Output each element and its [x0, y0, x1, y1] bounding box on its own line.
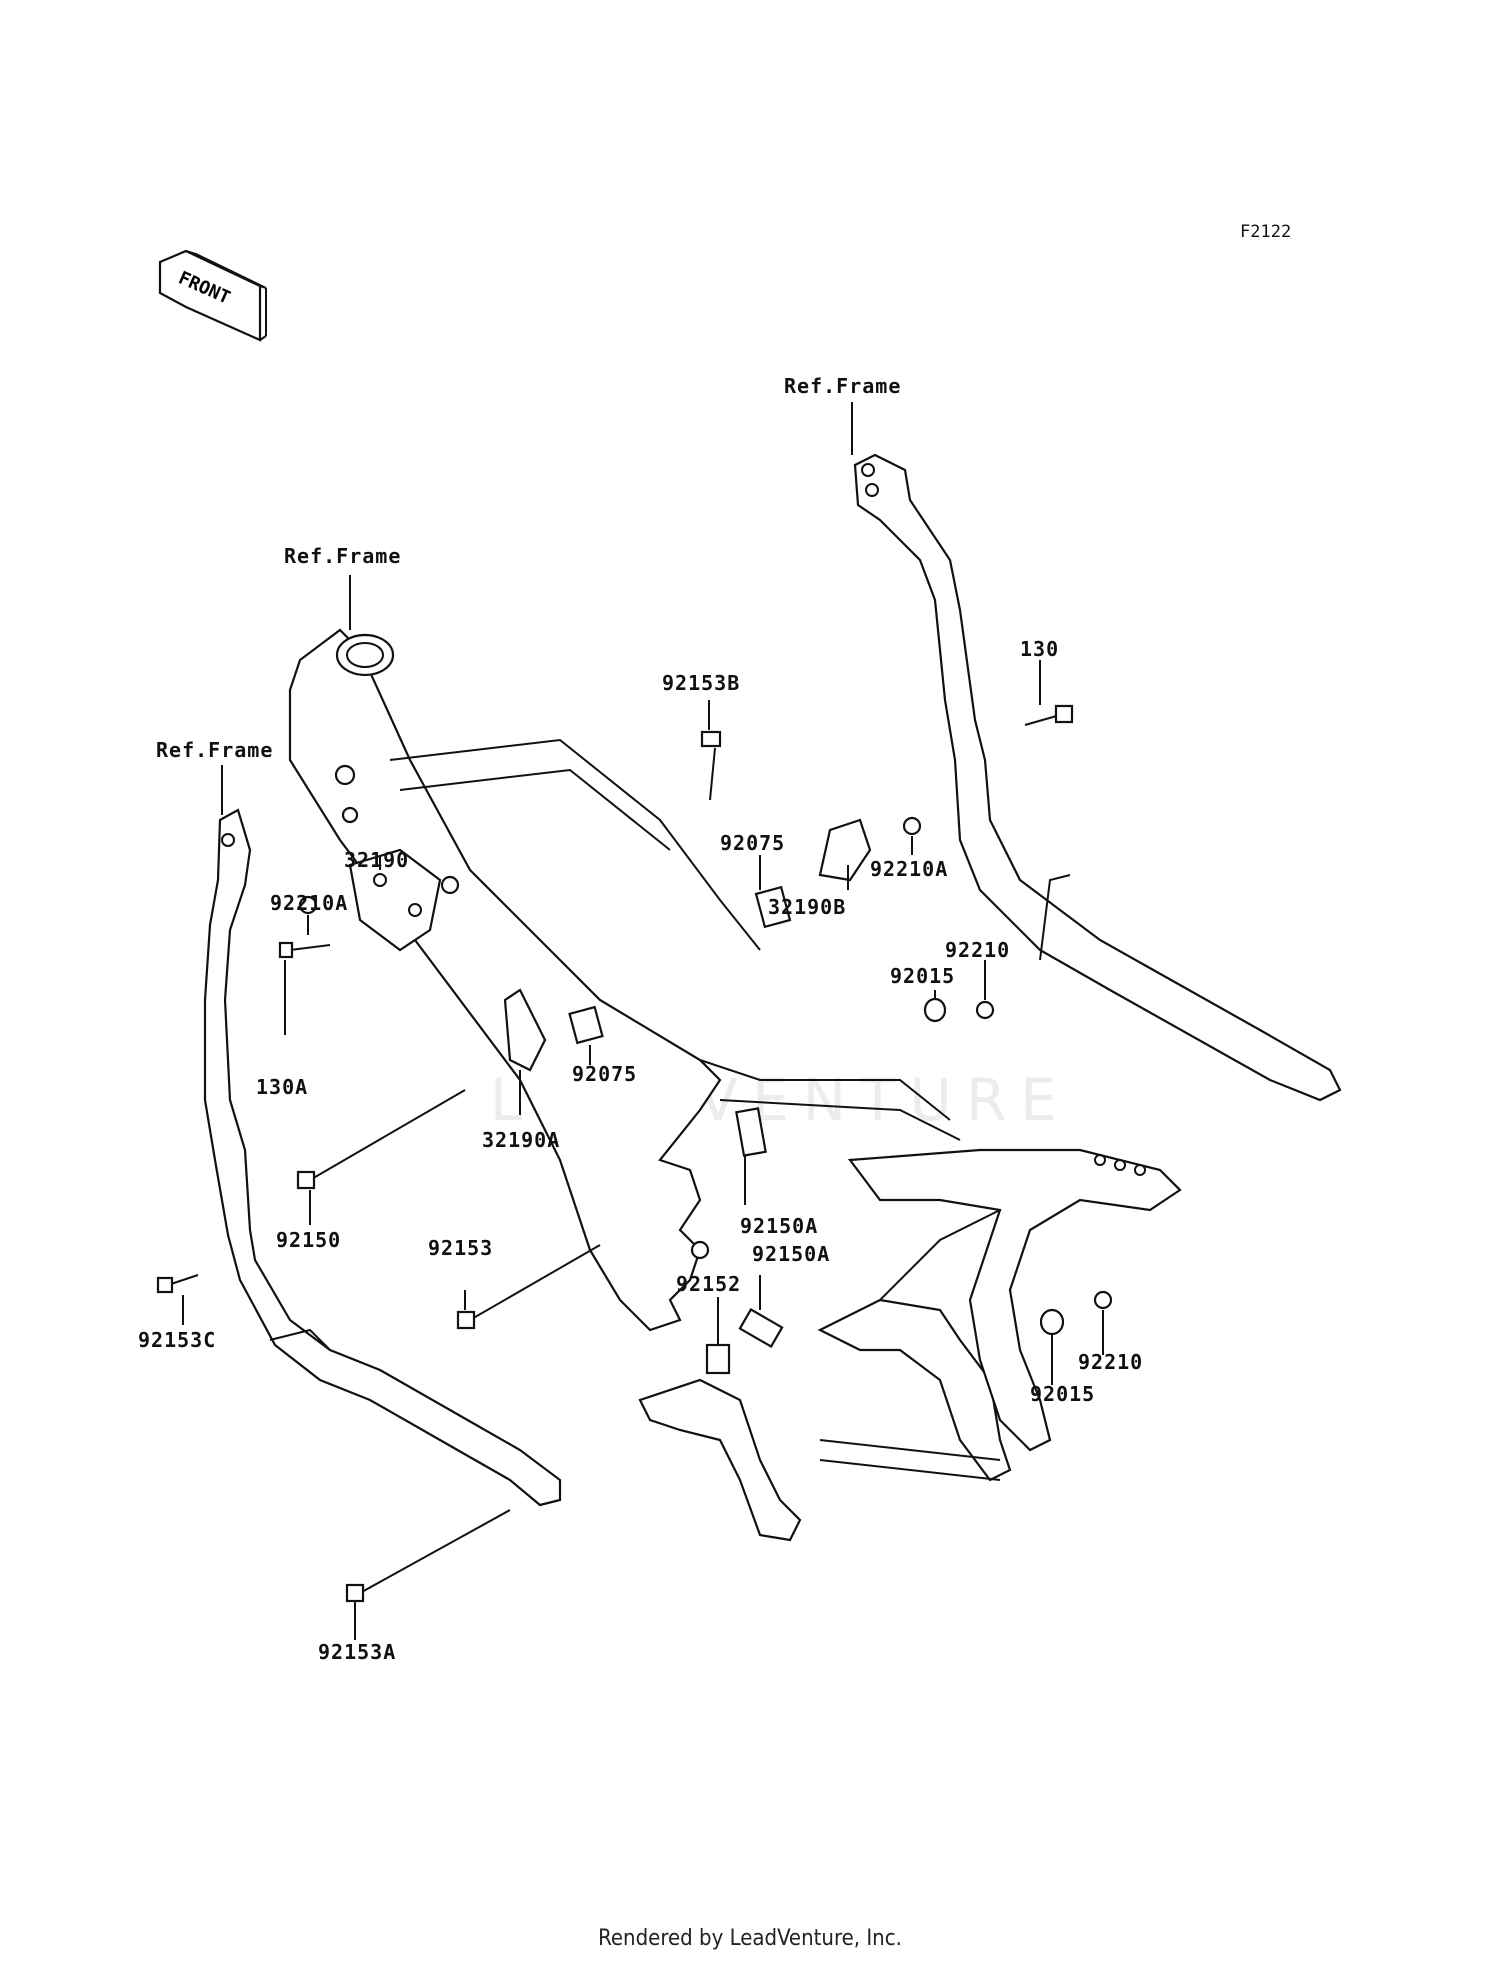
footer-credit: Rendered by LeadVenture, Inc.	[598, 1926, 902, 1951]
label-part-92150: 92150	[276, 1228, 342, 1252]
right-frame-downtube	[853, 453, 1342, 1102]
left-frame-downtube	[203, 808, 562, 1507]
label-part-92153a: 92153A	[318, 1640, 397, 1664]
label-part-32190b: 32190B	[768, 895, 847, 919]
label-part-32190a: 32190A	[482, 1128, 561, 1152]
label-part-92015-upper: 92015	[890, 964, 956, 988]
hardware-parts	[156, 704, 1113, 1603]
label-part-130: 130	[1020, 637, 1060, 661]
label-ref-frame-left: Ref.Frame	[156, 738, 274, 762]
label-part-92153c: 92153C	[138, 1328, 217, 1352]
label-part-92210a-left: 92210A	[270, 891, 349, 915]
lower-cradle-frame	[638, 1148, 1182, 1542]
label-part-92210-upper: 92210	[945, 938, 1011, 962]
label-ref-frame-mid: Ref.Frame	[284, 544, 402, 568]
label-part-92015-lower: 92015	[1030, 1382, 1096, 1406]
label-part-130a: 130A	[256, 1075, 309, 1099]
leader-lines	[182, 402, 1104, 1640]
main-frame-backbone	[288, 628, 961, 1332]
label-part-92152: 92152	[676, 1272, 742, 1296]
label-part-92150a-upper: 92150A	[740, 1214, 819, 1238]
label-part-92075-mid: 92075	[572, 1062, 638, 1086]
diagram-code: F2122	[1240, 222, 1292, 242]
label-part-92210-lower: 92210	[1078, 1350, 1144, 1374]
label-ref-frame-top: Ref.Frame	[784, 374, 902, 398]
label-part-92150a-lower: 92150A	[752, 1242, 831, 1266]
label-part-92153b: 92153B	[662, 671, 741, 695]
label-part-92153: 92153	[428, 1236, 494, 1260]
label-part-92075-top: 92075	[720, 831, 786, 855]
front-direction-arrow-icon: FRONT	[158, 249, 267, 342]
label-part-32190: 32190	[344, 848, 410, 872]
label-part-92210a-right: 92210A	[870, 857, 949, 881]
